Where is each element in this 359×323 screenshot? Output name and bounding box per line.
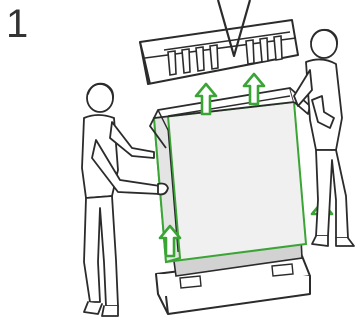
top-foam-insert: [140, 20, 298, 84]
